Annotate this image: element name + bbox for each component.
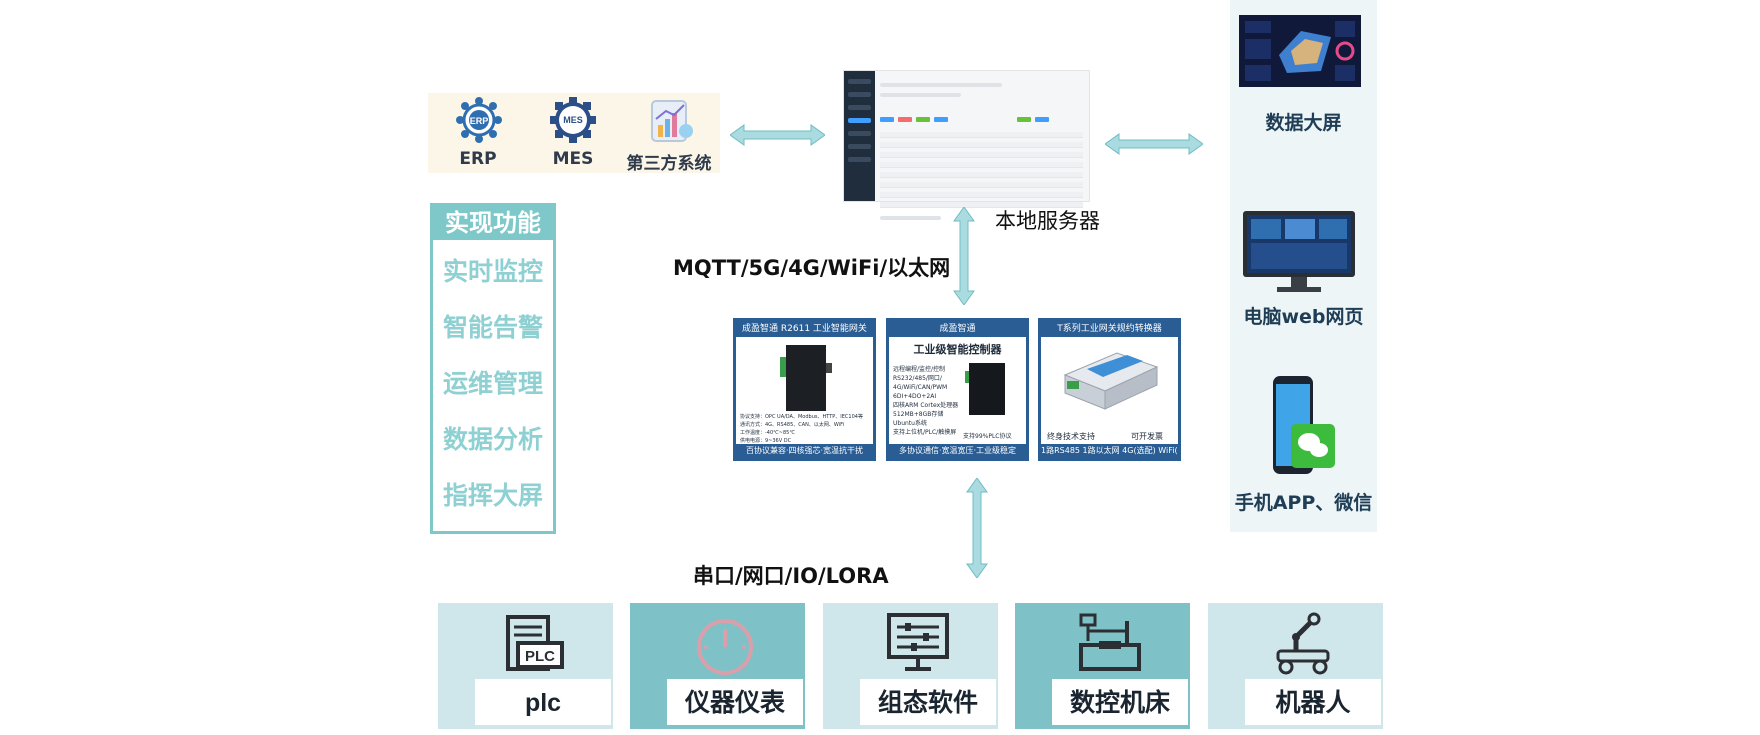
product-feature-list: 协议支持：OPC UA/DA、Modbus、HTTP、IEC104等 通讯方式：… [740,414,863,444]
erp-label: ERP [459,149,497,169]
double-arrow-icon [1105,133,1203,155]
product-note: 可开发票 [1131,432,1163,441]
server-label: 本地服务器 [995,209,1100,233]
dashboard-screen-icon [1239,15,1361,87]
external-systems-panel: ERP ERP MES MES 第三方系统 [428,93,720,174]
device-label: 仪器仪表 [667,679,803,725]
erp-system: ERP ERP [433,93,523,173]
feature-item: 运维管理 [442,369,543,398]
product-header: 成盈智通 [889,321,1026,337]
svg-text:MES: MES [563,115,583,125]
product-note: 支持99%PLC协议 [963,433,1012,440]
device-label: plc [475,679,611,725]
cnc-machine-icon [1079,613,1141,671]
feature-item: 智能告警 [442,313,543,342]
server-sidebar [844,71,875,201]
gauge-icon [697,619,753,675]
product-footer: 1路RS485 1路以太网 4G(选配) WiFi(选配) [1041,444,1178,458]
field-protocols-label: 串口/网口/IO/LORA [693,564,889,588]
feature-item: 数据分析 [442,425,543,454]
double-arrow-icon [966,478,988,578]
device-scada-software: 组态软件 [823,603,998,729]
erp-gear-icon: ERP [456,97,502,143]
client-label: 数据大屏 [1265,112,1342,134]
phone-wechat-icon [1273,376,1335,474]
converter-device-image [1063,352,1159,410]
product-card-controller: 成盈智通 工业级智能控制器 远程编程/监控/控制 RS232/485/网口/ 4… [886,318,1029,461]
robot-arm-icon [1276,612,1330,675]
chart-clipboard-icon [651,100,693,142]
device-plc: PLC plc [438,603,613,729]
device-label: 数控机床 [1052,679,1188,725]
server-dashboard-screenshot [843,70,1090,220]
client-label: 手机APP、微信 [1234,492,1373,514]
feature-item: 实时监控 [442,257,543,286]
product-header: 成盈智通 R2611 工业智能网关 [736,321,873,337]
product-subtitle: 工业级智能控制器 [913,343,1002,356]
device-label: 组态软件 [860,679,996,725]
product-card-r2611: 成盈智通 R2611 工业智能网关 协议支持：OPC UA/DA、Modbus、… [733,318,876,461]
network-protocols-label: MQTT/5G/4G/WiFi/以太网 [673,256,951,280]
plc-icon: PLC [506,615,564,671]
gateway-device-image [780,345,832,411]
product-note: 终身技术支持 [1047,432,1095,441]
server-main-area [880,77,1083,220]
product-footer: 百协议兼容·四核强芯·宽温抗干扰 [736,444,873,458]
product-header: T系列工业网关规约转换器 [1041,321,1178,337]
svg-text:PLC: PLC [525,648,555,665]
third-party-system: 第三方系统 [618,93,720,174]
product-footer: 多协议通信·宽温宽压·工业级稳定 [889,444,1026,458]
monitor-sliders-icon [887,613,949,671]
client-label: 电脑web网页 [1243,306,1364,328]
device-instrument: 仪器仪表 [630,603,805,729]
clients-panel: 数据大屏 电脑web网页 手机APP、微信 [1230,0,1377,532]
device-robot: 机器人 [1208,603,1383,729]
third-party-label: 第三方系统 [626,154,712,174]
product-feature-list: 远程编程/监控/控制 RS232/485/网口/ 4G/WiFi/CAN/PWM… [893,366,959,436]
features-box: 实现功能 实时监控 智能告警 运维管理 数据分析 指挥大屏 [430,203,556,534]
double-arrow-icon [730,124,825,146]
feature-item: 指挥大屏 [442,481,543,510]
controller-device-image [965,363,1005,415]
mes-gear-icon: MES [550,97,596,143]
double-arrow-icon [953,207,975,305]
device-cnc: 数控机床 [1015,603,1190,729]
product-card-t-series: T系列工业网关规约转换器 终身技术支持 可开发票 1路RS485 1路以太网 4… [1038,318,1181,461]
monitor-icon [1243,211,1355,292]
mes-label: MES [552,149,594,169]
mes-system: MES MES [528,93,618,173]
features-title: 实现功能 [433,206,553,240]
device-label: 机器人 [1245,679,1381,725]
svg-text:ERP: ERP [470,116,489,126]
